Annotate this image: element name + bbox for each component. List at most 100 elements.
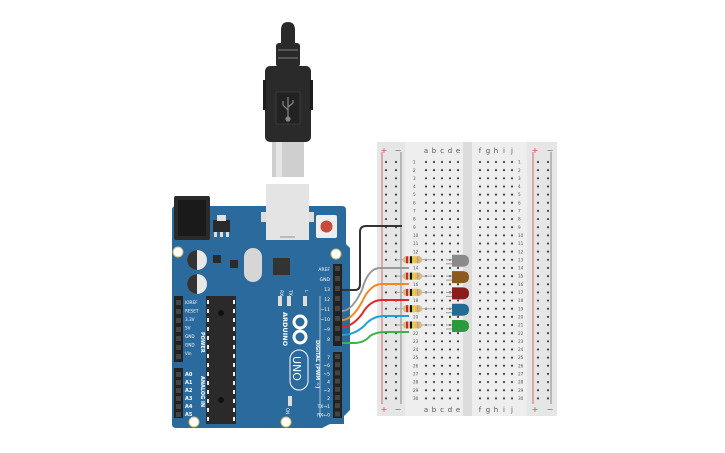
column-label: j	[510, 147, 513, 155]
digital-pin-label: 8	[327, 337, 330, 343]
digital-header-top[interactable]	[333, 264, 342, 346]
analog-pin-label: A5	[185, 412, 193, 418]
resistor[interactable]	[403, 305, 422, 313]
column-label: a	[424, 147, 428, 155]
row-number: 19	[518, 306, 524, 311]
breadboard[interactable]: 1122334455667788991010111112121313141415…	[377, 142, 557, 416]
row-number: 7	[413, 209, 416, 214]
row-number: 3	[518, 176, 521, 181]
row-number: 4	[413, 184, 416, 189]
row-number: 12	[518, 249, 524, 254]
column-label: g	[486, 147, 490, 155]
row-number: 23	[413, 339, 419, 344]
wires[interactable]	[341, 225, 409, 344]
column-label: h	[494, 406, 498, 414]
row-number: 22	[518, 331, 524, 336]
row-number: 8	[413, 217, 416, 222]
resistor[interactable]	[403, 321, 422, 329]
analog-pin-label: A4	[185, 404, 193, 410]
resistor[interactable]	[403, 256, 422, 264]
column-label: b	[432, 147, 437, 155]
row-number: 23	[518, 339, 524, 344]
uno-model: UNO	[290, 356, 303, 381]
digital-pin-label: ~3	[323, 388, 330, 394]
leds[interactable]	[446, 254, 469, 332]
row-number: 11	[413, 241, 419, 246]
resistor[interactable]	[403, 272, 422, 280]
power-pin-label: RESET	[185, 309, 199, 314]
digital-pin-label: 12	[324, 297, 330, 303]
row-number: 10	[518, 233, 524, 238]
led-red[interactable]	[452, 287, 469, 300]
reset-button[interactable]	[316, 215, 337, 238]
wire-green-pin8	[342, 331, 409, 344]
digital-pin-label: 7	[327, 355, 330, 361]
resistors[interactable]	[396, 256, 432, 329]
row-number: 22	[413, 331, 419, 336]
led-green[interactable]	[452, 320, 469, 332]
resistor[interactable]	[403, 288, 422, 296]
digital-pin-label: 2	[327, 396, 330, 402]
column-label: d	[448, 147, 452, 155]
rail-minus-label: −	[395, 405, 402, 414]
power-label: POWER	[199, 332, 205, 353]
column-label: c	[440, 147, 444, 155]
digital-pin-label: ~9	[323, 327, 330, 333]
row-number: 2	[518, 168, 521, 173]
row-number: 30	[413, 396, 419, 401]
rx-label: RX	[278, 290, 284, 296]
digital-pin-label: AREF	[318, 267, 330, 273]
row-number: 27	[413, 372, 419, 377]
rail-minus-label: −	[395, 146, 402, 155]
row-number: 16	[413, 282, 419, 287]
column-label: f	[479, 406, 482, 414]
led-gray[interactable]	[452, 254, 469, 267]
rail-plus-label: +	[381, 146, 388, 155]
analog-pin-label: A2	[185, 388, 193, 394]
row-number: 10	[413, 233, 419, 238]
row-number: 2	[413, 168, 416, 173]
digital-label: DIGITAL (PWM ~)	[314, 340, 320, 388]
digital-pin-label: ~11	[321, 307, 331, 313]
row-number: 26	[413, 363, 419, 368]
wire-blue-pin9	[341, 315, 409, 336]
row-number: 9	[413, 225, 416, 230]
row-number: 6	[518, 200, 521, 205]
row-number: 26	[518, 363, 524, 368]
row-number: 14	[413, 266, 419, 271]
l-label: L	[303, 290, 309, 293]
row-number: 5	[413, 192, 416, 197]
row-number: 9	[518, 225, 521, 230]
rail-minus-label: −	[547, 146, 554, 155]
digital-pin-label: 4	[327, 380, 330, 386]
column-label: c	[440, 406, 444, 414]
row-number: 7	[518, 209, 521, 214]
digital-pin-label: ~6	[323, 363, 330, 369]
row-number: 1	[518, 160, 521, 165]
wire-red-pin10	[341, 299, 409, 328]
digital-pin-label: ~5	[323, 371, 330, 377]
digital-header-bottom[interactable]	[333, 352, 342, 418]
power-pin-label: 5V	[185, 326, 191, 331]
rail-plus-label: +	[532, 146, 539, 155]
row-number: 15	[518, 274, 524, 279]
led-brown[interactable]	[452, 271, 469, 284]
row-number: 16	[518, 282, 524, 287]
usb-icon	[282, 97, 294, 122]
analog-pin-label: A0	[185, 372, 193, 378]
arduino-uno-board[interactable]: RX TX L ARDUINO UNO ON IOREFRESET3.3V5VG…	[172, 184, 350, 428]
digital-pin-label: TX→1	[317, 404, 331, 410]
tx-label: TX	[287, 289, 293, 296]
column-label: i	[503, 147, 505, 155]
row-number: 29	[413, 388, 419, 393]
column-label: f	[479, 147, 482, 155]
column-label: i	[503, 406, 505, 414]
analog-pin-label: A1	[185, 380, 193, 386]
digital-pin-label: ~10	[321, 317, 331, 323]
usb-cable[interactable]	[263, 22, 313, 177]
power-pin-label: GND	[185, 334, 195, 339]
digital-pin-label: RX←0	[317, 412, 330, 418]
led-blue[interactable]	[452, 303, 469, 316]
row-number: 3	[413, 176, 416, 181]
